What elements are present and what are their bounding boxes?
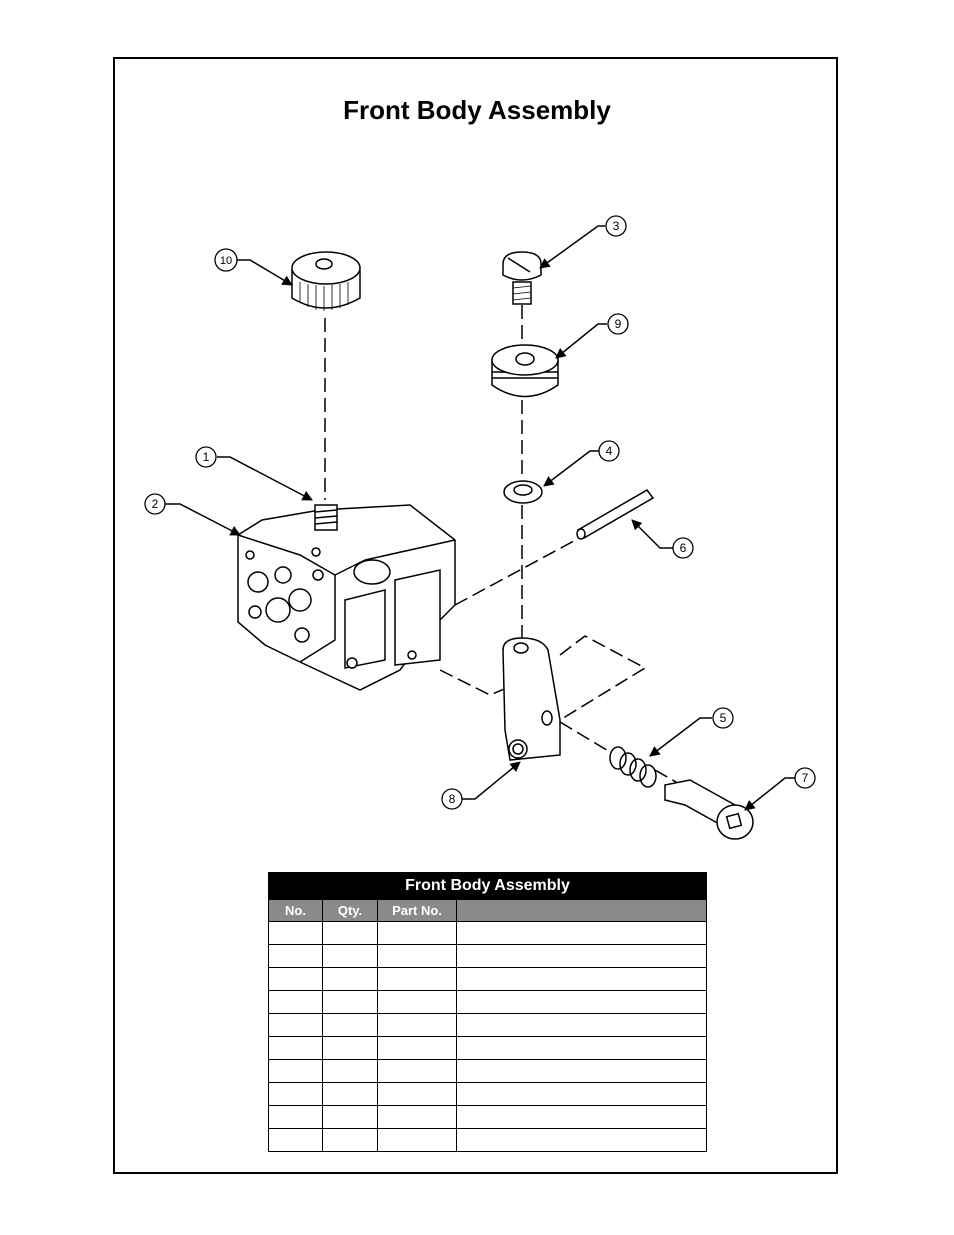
svg-text:6: 6: [680, 541, 687, 555]
table-cell: [322, 944, 378, 968]
svg-text:3: 3: [613, 219, 620, 233]
svg-text:1: 1: [203, 450, 210, 464]
table-cell: [268, 944, 323, 968]
table-row: [268, 1059, 708, 1083]
table-cell: [377, 921, 457, 945]
washer-part: [503, 480, 543, 504]
table-cell: [322, 1013, 378, 1037]
set-screw-part: [314, 504, 338, 531]
table-cell: [322, 921, 378, 945]
svg-text:5: 5: [720, 711, 727, 725]
table-cell: [455, 1013, 708, 1037]
table-cell: [322, 1036, 378, 1060]
callout-9: 9: [607, 313, 629, 335]
table-row: [268, 1013, 708, 1037]
parts-table: Front Body Assembly No. Qty. Part No.: [267, 872, 708, 1152]
svg-text:2: 2: [152, 497, 159, 511]
table-cell: [268, 1013, 323, 1037]
front-body-part: [237, 504, 456, 691]
svg-text:7: 7: [802, 771, 809, 785]
knurled-nut-part: [291, 251, 361, 311]
table-row: [268, 967, 708, 991]
spring-part: [609, 746, 657, 788]
table-cell: [455, 990, 708, 1014]
pin-part: [576, 489, 655, 540]
table-cell: [455, 1036, 708, 1060]
table-cell: [455, 1105, 708, 1129]
table-cell: [377, 1036, 457, 1060]
table-cell: [322, 967, 378, 991]
svg-text:9: 9: [615, 317, 622, 331]
table-title: Front Body Assembly: [267, 872, 708, 900]
callout-3: 3: [605, 215, 627, 237]
table-cell: [377, 1059, 457, 1083]
svg-text:4: 4: [606, 444, 613, 458]
table-row: [268, 1128, 708, 1152]
table-row: [268, 1036, 708, 1060]
table-cell: [455, 944, 708, 968]
table-cell: [377, 1013, 457, 1037]
table-cell: [377, 1082, 457, 1106]
arm-part: [502, 637, 561, 761]
table-row: [268, 921, 708, 945]
bushing-part: [491, 344, 559, 398]
table-cell: [268, 967, 323, 991]
callout-4: 4: [598, 440, 620, 462]
table-cell: [377, 1105, 457, 1129]
svg-text:8: 8: [449, 792, 456, 806]
table-row: [268, 944, 708, 968]
slotted-screw-part: [502, 251, 542, 305]
callout-10: 10: [214, 248, 238, 272]
col-header-no: No.: [268, 899, 323, 922]
table-cell: [455, 921, 708, 945]
table-cell: [455, 1082, 708, 1106]
table-cell: [455, 1059, 708, 1083]
table-cell: [268, 1105, 323, 1129]
table-cell: [377, 990, 457, 1014]
table-cell: [377, 1128, 457, 1152]
svg-text:10: 10: [220, 255, 232, 267]
table-cell: [322, 1128, 378, 1152]
table-body: [268, 921, 708, 1152]
table-cell: [322, 1082, 378, 1106]
shoulder-bolt-part: [664, 779, 754, 840]
table-cell: [377, 944, 457, 968]
page-border: [113, 57, 838, 1174]
table-cell: [322, 990, 378, 1014]
callout-7: 7: [794, 767, 816, 789]
table-row: [268, 1105, 708, 1129]
table-cell: [455, 1128, 708, 1152]
table-cell: [268, 990, 323, 1014]
table-cell: [322, 1059, 378, 1083]
table-cell: [268, 1082, 323, 1106]
table-cell: [322, 1105, 378, 1129]
page-title: Front Body Assembly: [343, 95, 611, 125]
table-cell: [268, 1128, 323, 1152]
table-cell: [268, 1036, 323, 1060]
table-cell: [268, 921, 323, 945]
table-row: [268, 990, 708, 1014]
callout-8: 8: [441, 788, 463, 810]
col-header-part-no: Part No.: [377, 899, 457, 922]
callout-6: 6: [672, 537, 694, 559]
table-row: [268, 1082, 708, 1106]
callout-5: 5: [712, 707, 734, 729]
callout-1: 1: [195, 446, 217, 468]
table-cell: [455, 967, 708, 991]
table-cell: [268, 1059, 323, 1083]
col-header-qty: Qty.: [322, 899, 378, 922]
col-header-description: [455, 899, 708, 922]
callout-2: 2: [144, 493, 166, 515]
table-cell: [377, 967, 457, 991]
